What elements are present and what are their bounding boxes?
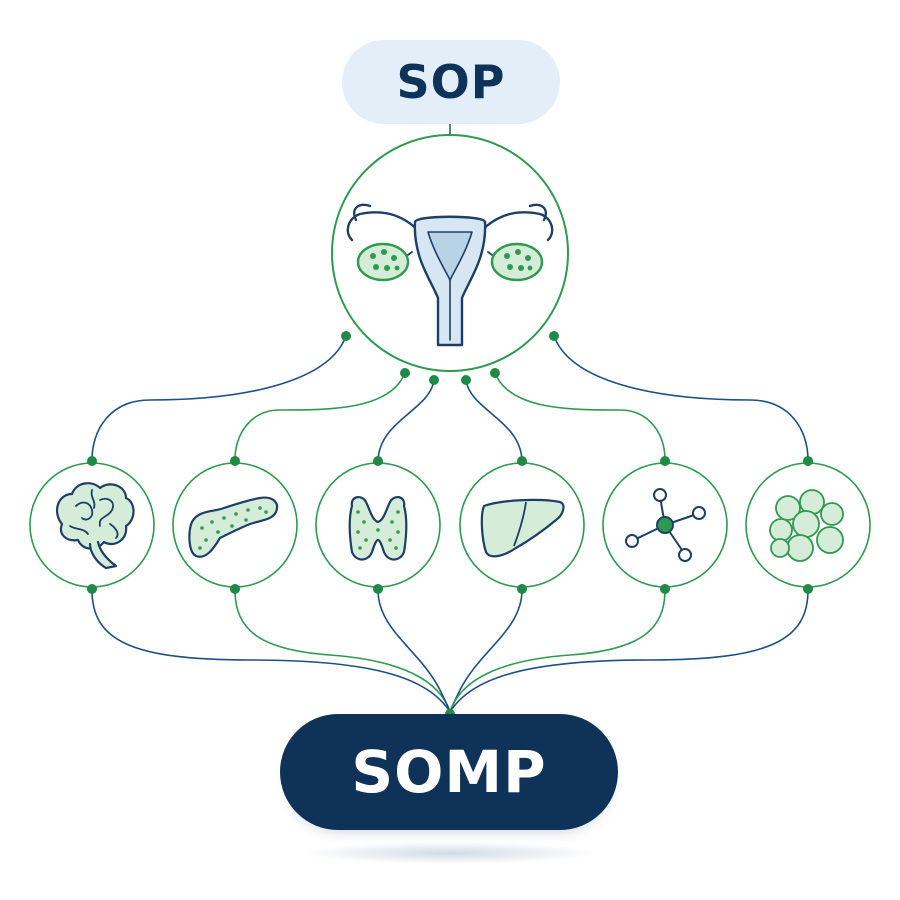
thyroid-texture (356, 510, 400, 550)
sop-label: SOP (396, 55, 506, 109)
pancreas-texture (198, 506, 268, 550)
connector-hub-liver (465, 379, 523, 461)
connector-hub-molecule (494, 372, 666, 461)
node-dot (400, 368, 410, 378)
brain-icon (55, 482, 135, 570)
connector-hub-fat (553, 335, 809, 461)
node-dot (549, 331, 559, 341)
connector-fat-somp (449, 589, 809, 713)
connector-hub-brain (91, 335, 347, 461)
somp-shadow (300, 842, 600, 864)
fat-cells-icon (769, 489, 844, 562)
liver-icon (480, 498, 565, 558)
node-dot (429, 375, 439, 385)
node-dot (341, 331, 351, 341)
connector-thyroid-somp (377, 589, 451, 713)
node-dot (461, 375, 471, 385)
uterus-ovaries-icon (346, 203, 554, 347)
node-dot (490, 368, 500, 378)
connector-pancreas-somp (234, 589, 451, 713)
somp-label: SOMP (351, 738, 547, 806)
sop-label-box: SOP (342, 40, 560, 124)
ovary-follicles (370, 249, 533, 271)
molecule-icon (625, 488, 706, 562)
connector-hub-pancreas (234, 372, 406, 461)
somp-label-box: SOMP (280, 714, 618, 830)
connector-molecule-somp (449, 589, 666, 713)
connector-hub-thyroid (377, 379, 435, 461)
connector-brain-somp (91, 589, 451, 713)
